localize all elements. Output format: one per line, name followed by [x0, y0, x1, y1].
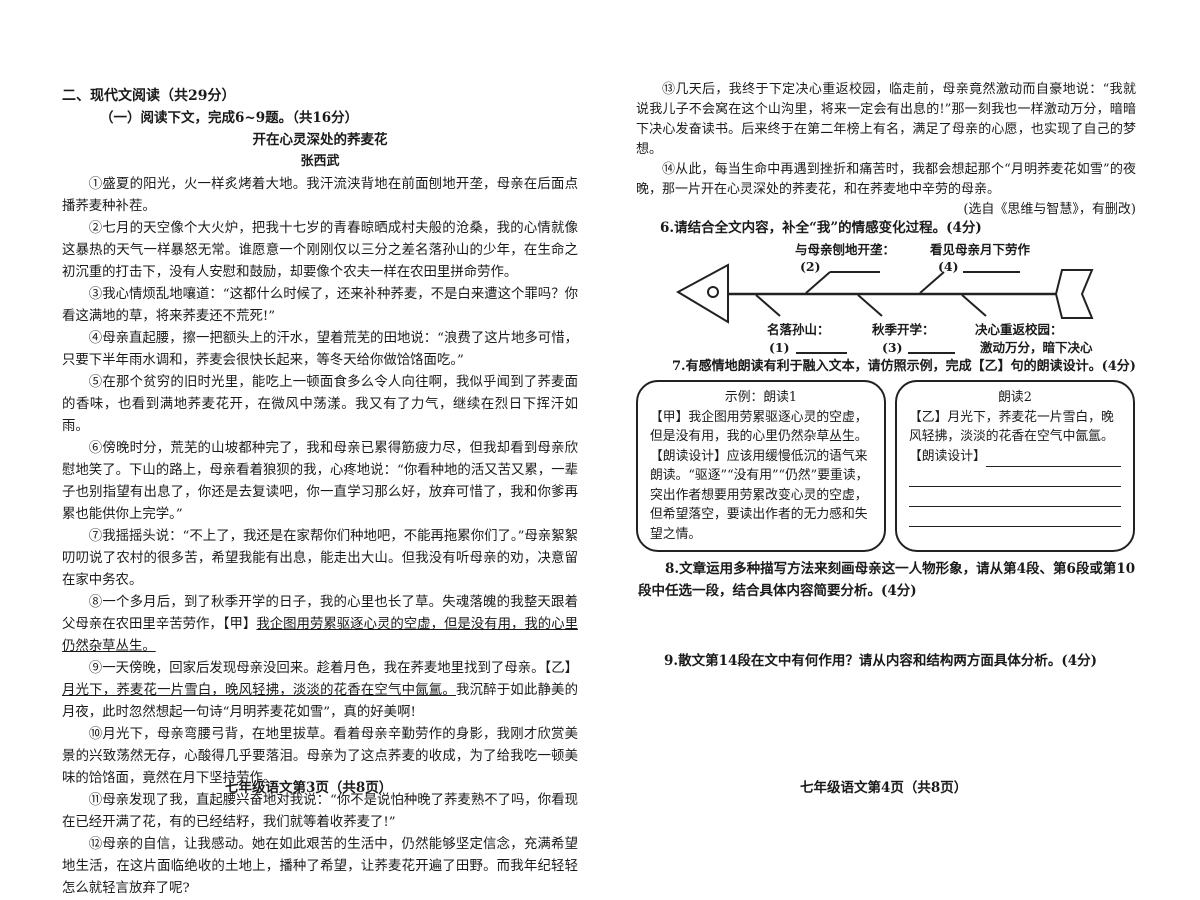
paragraph: ⑤在那个贫穷的旧时光里，能吃上一顿面食多么令人向往啊，我似乎闻到了荞麦面的香味，… [62, 375, 578, 434]
paragraph: ⑪母亲发现了我，直起腰兴奋地对我说：“你不是说怕种晚了荞麦熟不了吗，你看现在已经… [62, 793, 578, 830]
essay-author: 张西武 [300, 154, 340, 169]
paragraph: ⑬几天后，我终于下定决心重返校园，临走前，母亲竟然激动而自豪地说：“我就说我儿子… [636, 82, 1136, 157]
sub-title: （一）阅读下文，完成6~9题。（共16分） [100, 110, 359, 126]
question-6: 6.请结合全文内容，补全“我”的情感变化过程。(4分) [660, 220, 982, 236]
fishbone-tail [1055, 269, 1094, 319]
paragraph: ③我心情烦乱地嚷道：“这都什么时候了，还来补种荞麦，不是白来遭这个罪吗？你看这满… [62, 287, 578, 324]
design-row: 【朗读设计】 [909, 447, 1121, 467]
answer-line[interactable] [985, 447, 1121, 467]
fishbone-label: 与母亲刨地开垄： [795, 242, 896, 257]
paragraph-text: ⑧一个多月后，到了秋季开学的日子，我的心里也长了草。失魂落魄的我整天跟着父母亲在… [62, 595, 578, 632]
sentence-yi: 月光下，荞麦花一片雪白，晚风轻拂，淡淡的花香在空气中氤氲。 [62, 683, 456, 698]
fishbone-blank-label: (2) [800, 259, 821, 274]
branch [961, 294, 987, 317]
fishbone-label: 决心重返校园： [975, 322, 1063, 337]
paragraph-8: ⑧一个多月后，到了秋季开学的日子，我的心里也长了草。失魂落魄的我整天跟着父母亲在… [62, 592, 578, 658]
essay-body-left: ①盛夏的阳光，火一样炙烤着大地。我汗流浃背地在前面刨地开垄，母亲在后面点播荞麦种… [62, 174, 578, 900]
paragraph: ①盛夏的阳光，火一样炙烤着大地。我汗流浃背地在前面刨地开垄，母亲在后面点播荞麦种… [62, 177, 578, 214]
example-design: 【朗读设计】应该用缓慢低沉的语气来朗读。“驱逐”“没有用”“仍然”要重读，突出作… [650, 448, 869, 542]
branch [919, 271, 945, 294]
question-7: 7.有感情地朗读有利于融入文本，请仿照示例，完成【乙】句的朗读设计。(4分) [672, 359, 1136, 374]
sentence-jia: 我企图用劳累驱逐心灵的空虚，但是没有用，我的心里仍然杂草丛生。 [62, 617, 578, 654]
essay-body-right: ⑬几天后，我终于下定决心重返校园，临走前，母亲竟然激动而自豪地说：“我就说我儿子… [636, 80, 1136, 220]
question-9: 9.散文第14段在文中有何作用？请从内容和结构两方面具体分析。(4分) [664, 653, 1098, 669]
paragraph: ④母亲直起腰，擦一把额头上的汗水，望着荒芜的田地说：“浪费了这片地多可惜，只要下… [62, 331, 578, 368]
fishbone-label: 看见母亲月下劳作 [930, 242, 1031, 257]
paragraph: ②七月的天空像个大火炉，把我十七岁的青春晾晒成村夫般的沧桑，我的心情就像这暴热的… [62, 221, 578, 280]
section-title: 二、现代文阅读（共29分） [62, 88, 236, 104]
fishbone-blank-label: (3) [882, 340, 903, 355]
page-footer-right: 七年级语文第4页（共8页） [800, 780, 968, 796]
branch [857, 294, 883, 317]
answer-title: 朗读2 [998, 390, 1032, 405]
paragraph: ⑥傍晚时分，荒芜的山坡都种完了，我和母亲已累得筋疲力尽，但我却看到母亲欣慰地笑了… [62, 441, 578, 522]
fishbone-blank-label: (4) [938, 259, 959, 274]
design-label: 【朗读设计】 [909, 448, 986, 464]
page-footer-left: 七年级语文第3页（共8页） [225, 780, 393, 796]
paragraph-text: 我沉醉于如此静美的月夜，此时忽然想起一句诗“月明荞麦花如雪”，真的好美啊! [62, 683, 578, 720]
example-box: 示例：朗读1 【甲】我企图用劳累驱逐心灵的空虚，但是没有用，我的心里仍然杂草丛生… [636, 380, 886, 552]
source-note: (选自《思维与智慧》，有删改) [963, 202, 1136, 217]
answer-line[interactable] [909, 487, 1121, 507]
paragraph: ⑦我摇摇头说：“不上了，我还是在家帮你们种地吧，不能再拖累你们了。”母亲絮絮叨叨… [62, 529, 578, 588]
paragraph-text: ⑨一天傍晚，回家后发现母亲没回来。趁着月色，我在荞麦地里找到了母亲。【乙】 [88, 661, 578, 676]
branch [755, 294, 781, 317]
answer-line[interactable] [909, 507, 1121, 527]
fishbone-blank-label: (1) [769, 340, 790, 355]
fishbone-diagram [675, 263, 1094, 354]
question-8: 8.文章运用多种描写方法来刻画母亲这一人物形象，请从第4段、第6段或第10段中任… [638, 561, 1136, 599]
essay-title: 开在心灵深处的荞麦花 [252, 132, 388, 148]
answer-line[interactable] [909, 467, 1121, 487]
fishbone-label: 名落孙山： [767, 322, 830, 337]
fishbone-label: 秋季开学： [872, 322, 935, 337]
answer-box: 朗读2 【乙】月光下，荞麦花一片雪白，晚风轻拂，淡淡的花香在空气中氤氲。 【朗读… [895, 380, 1135, 552]
paragraph-9: ⑨一天傍晚，回家后发现母亲没回来。趁着月色，我在荞麦地里找到了母亲。【乙】月光下… [62, 658, 578, 724]
answer-sentence: 【乙】月光下，荞麦花一片雪白，晚风轻拂，淡淡的花香在空气中氤氲。 [909, 409, 1114, 445]
example-sentence: 【甲】我企图用劳累驱逐心灵的空虚，但是没有用，我的心里仍然杂草丛生。 [650, 409, 868, 445]
fishbone-eye [707, 286, 719, 298]
fishbone-head [675, 263, 729, 324]
example-title: 示例：朗读1 [724, 390, 798, 405]
paragraph: ⑩月光下，母亲弯腰弓背，在地里拔草。看着母亲辛勤劳作的身影，我刚才欣赏美景的兴致… [62, 727, 578, 786]
fishbone-value: 激动万分，暗下决心 [980, 340, 1093, 355]
paragraph: ⑭从此，每当生命中再遇到挫折和痛苦时，我都会想起那个“月明荞麦花如雪”的夜晚，那… [636, 162, 1136, 197]
branch [805, 271, 831, 294]
